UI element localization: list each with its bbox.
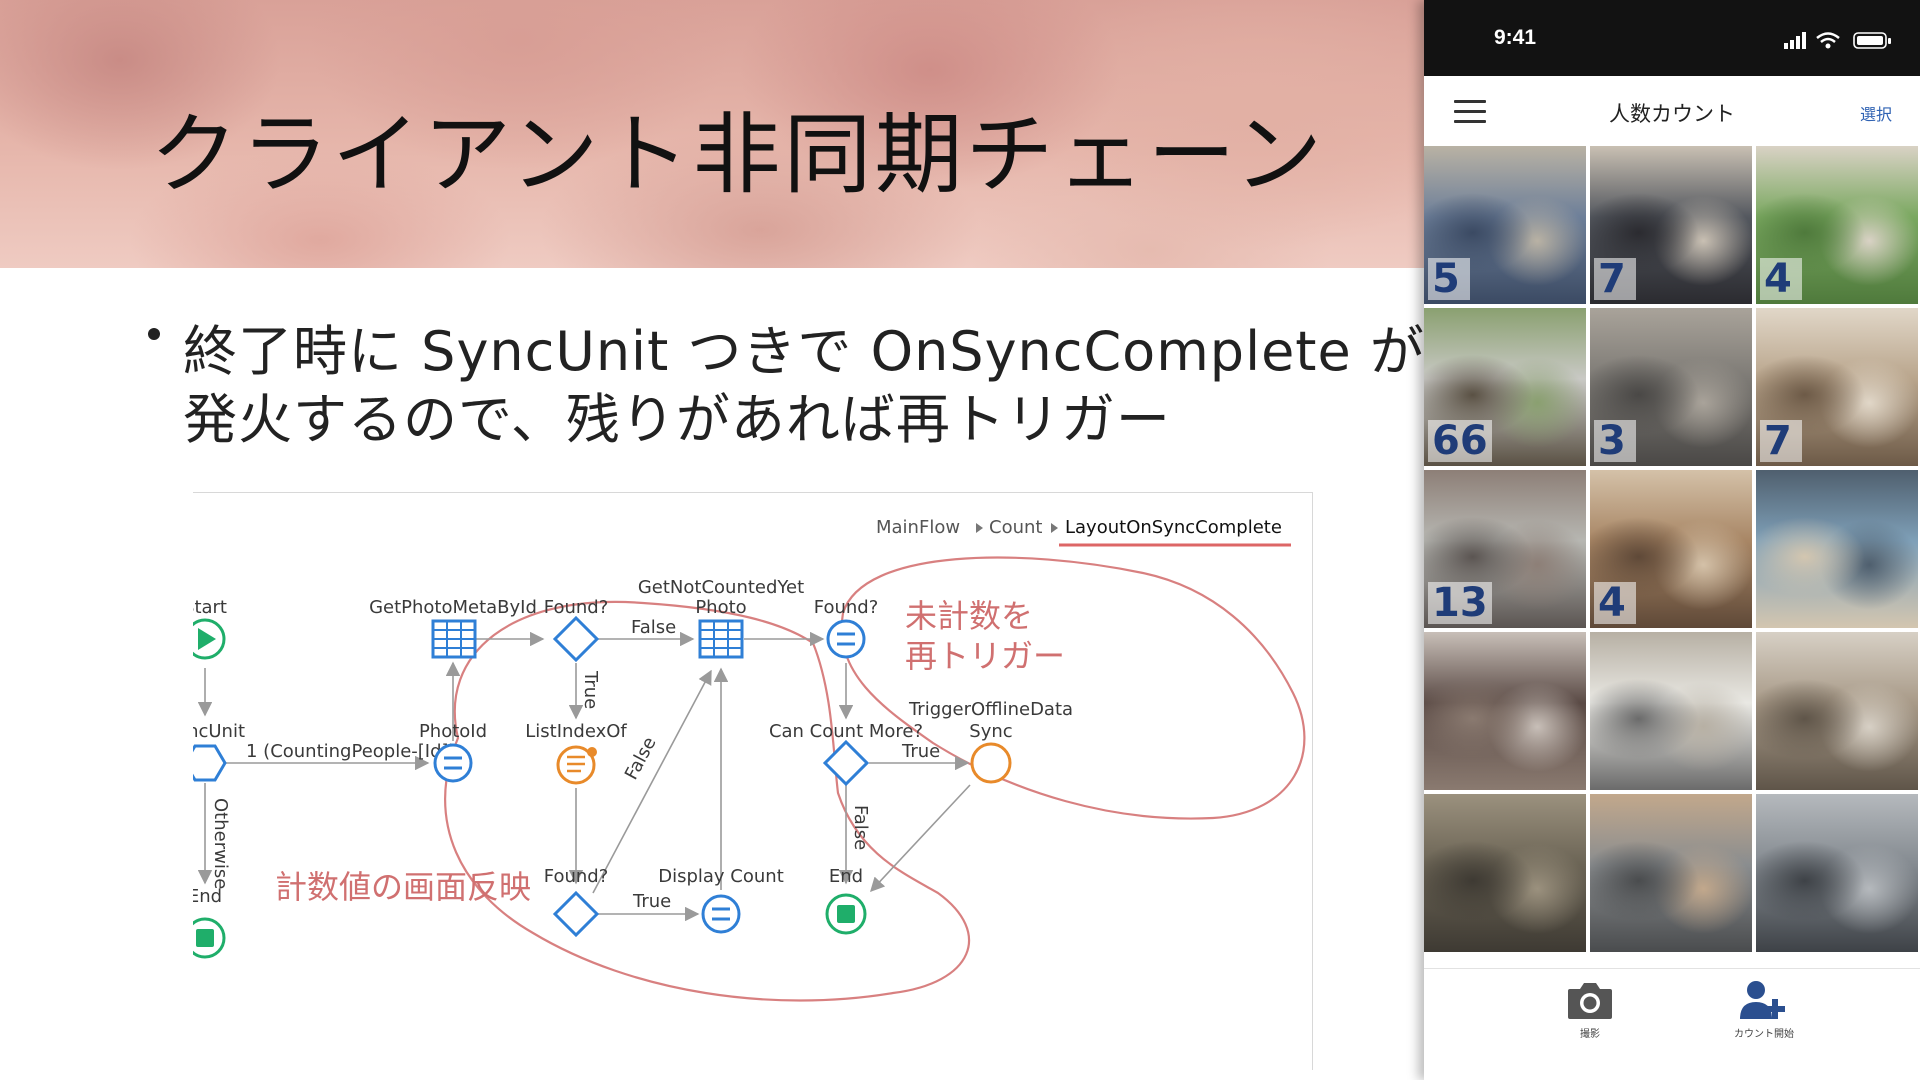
assign-equals-icon[interactable]	[701, 894, 741, 934]
battery-icon	[1853, 32, 1891, 49]
bullet-dot	[148, 328, 160, 340]
people-count-badge: 7	[1594, 258, 1636, 300]
node-label-trigger-2: Sync	[969, 721, 1012, 742]
decision-diamond-icon[interactable]	[822, 739, 870, 787]
status-time: 9:41	[1494, 26, 1537, 49]
tab-camera-label: 撮影	[1580, 1029, 1600, 1040]
decision-diamond-icon[interactable]	[552, 890, 600, 938]
breadcrumb-separator-icon	[1051, 523, 1058, 533]
people-count-badge: 4	[1760, 258, 1802, 300]
end-node-icon[interactable]	[193, 917, 226, 959]
photo-thumbnail[interactable]	[1590, 632, 1752, 790]
flow-diagram-canvas: MainFlow Count LayoutOnSyncComplete 1 (C…	[193, 517, 1306, 1002]
list-action-icon[interactable]	[556, 745, 597, 785]
node-label-trigger-1: TriggerOfflineData	[908, 699, 1073, 720]
photo-thumbnail[interactable]	[1424, 632, 1586, 790]
edge-label-found2-true: True	[632, 891, 671, 912]
photo-thumbnail[interactable]	[1424, 794, 1586, 952]
node-label-get-photo-meta: GetPhotoMetaById	[369, 597, 537, 618]
edge-label-cancount-false: False	[850, 805, 871, 850]
breadcrumb-mainflow[interactable]: MainFlow	[876, 517, 960, 538]
node-label-can-count-more: Can Count More?	[769, 721, 923, 742]
photo-thumbnail[interactable]: 3	[1590, 308, 1752, 466]
people-count-badge: 66	[1428, 420, 1492, 462]
node-label-get-not-counted-1: GetNotCountedYet	[638, 577, 804, 598]
node-label-found3: Found?	[814, 597, 879, 618]
loop-annotation-reflect	[444, 600, 971, 1002]
edge-found2-getnotcounted	[592, 669, 712, 894]
people-count-badge: 7	[1760, 420, 1802, 462]
assign-equals-icon[interactable]	[433, 743, 473, 783]
end-node-icon[interactable]	[825, 893, 867, 935]
node-label-display-count: Display Count	[658, 866, 784, 887]
wifi-icon	[1816, 32, 1840, 49]
photo-thumbnail[interactable]: 13	[1424, 470, 1586, 628]
breadcrumb-separator-icon	[976, 523, 983, 533]
status-icons	[1784, 32, 1891, 49]
node-label-start: Start	[193, 597, 227, 618]
edge-label-found1-true: True	[580, 670, 601, 709]
annotation-reflect: 計数値の画面反映	[275, 868, 531, 906]
edge-label-cancount-true: True	[901, 741, 940, 762]
add-person-icon	[1740, 981, 1785, 1019]
aggregate-table-icon[interactable]	[698, 619, 744, 659]
decision-diamond-icon[interactable]	[552, 615, 600, 663]
status-bar: 9:41	[1424, 0, 1920, 76]
people-count-badge: 4	[1594, 582, 1636, 624]
node-label-found1: Found?	[544, 597, 609, 618]
flow-diagram: MainFlow Count LayoutOnSyncComplete 1 (C…	[193, 492, 1313, 1070]
trigger-sync-icon[interactable]	[970, 742, 1012, 784]
photo-thumbnail[interactable]	[1590, 794, 1752, 952]
photo-grid: 5 7 4 66 3 7 13 4	[1424, 146, 1920, 968]
bullet-text: 終了時に SyncUnit つきで OnSyncComplete が 発火するの…	[183, 318, 1425, 454]
signal-icon	[1784, 32, 1806, 49]
node-label-listindexof: ListIndexOf	[525, 721, 627, 742]
edge-label-sync-photoid: 1 (CountingPeople-[Id])	[246, 741, 456, 762]
start-hexagon-icon[interactable]	[193, 744, 227, 782]
breadcrumb-count[interactable]: Count	[989, 517, 1042, 538]
people-count-badge: 13	[1428, 582, 1492, 624]
photo-thumbnail[interactable]: 4	[1756, 146, 1918, 304]
tab-count-start[interactable]: カウント開始	[1704, 979, 1824, 1069]
tab-count-start-label: カウント開始	[1734, 1029, 1794, 1040]
slide-header-banner	[0, 0, 1424, 268]
photo-thumbnail[interactable]: 4	[1590, 470, 1752, 628]
assign-equals-icon[interactable]	[826, 619, 866, 659]
node-label-found2: Found?	[544, 866, 609, 887]
photo-thumbnail[interactable]: 5	[1424, 146, 1586, 304]
photo-thumbnail[interactable]: 7	[1756, 308, 1918, 466]
bullet-line-2: 発火するので、残りがあれば再トリガー	[183, 388, 1171, 451]
tab-bar: 撮影 カウント開始	[1424, 968, 1920, 1080]
photo-thumbnail[interactable]: 7	[1590, 146, 1752, 304]
loop-annotation-retrigger	[840, 556, 1306, 820]
slide-title: クライアント非同期チェーン	[150, 103, 1326, 206]
bullet-line-1: 終了時に SyncUnit つきで OnSyncComplete が	[183, 320, 1425, 383]
photo-thumbnail[interactable]	[1756, 794, 1918, 952]
node-label-get-not-counted-2: Photo	[695, 597, 746, 618]
photo-thumbnail[interactable]: 66	[1424, 308, 1586, 466]
annotation-retrigger-1: 未計数を	[905, 597, 1033, 635]
breadcrumb-current: LayoutOnSyncComplete	[1065, 517, 1282, 538]
node-label-syncunit: SyncUnit	[193, 721, 245, 742]
annotation-retrigger-2: 再トリガー	[905, 637, 1065, 675]
start-node-icon[interactable]	[193, 618, 226, 660]
phone-mockup: 9:41 人数カウント 選択 5 7 4 66	[1424, 0, 1920, 1080]
nav-title: 人数カウント	[1609, 102, 1735, 126]
node-label-end-right: End	[829, 866, 863, 887]
tab-camera[interactable]: 撮影	[1530, 979, 1650, 1069]
edge-trigger-end	[870, 784, 971, 893]
node-label-photoid: PhotoId	[419, 721, 487, 742]
node-label-end-left: End	[193, 886, 222, 907]
hamburger-menu-icon[interactable]	[1454, 100, 1486, 124]
people-count-badge: 5	[1428, 258, 1470, 300]
aggregate-table-icon[interactable]	[431, 619, 477, 659]
nav-bar: 人数カウント 選択	[1424, 76, 1920, 146]
photo-thumbnail[interactable]	[1756, 632, 1918, 790]
camera-icon	[1568, 983, 1612, 1019]
edge-label-found1-false: False	[631, 617, 676, 638]
people-count-badge: 3	[1594, 420, 1636, 462]
edge-label-otherwise: Otherwise	[210, 798, 231, 889]
select-button[interactable]: 選択	[1859, 105, 1892, 124]
photo-thumbnail[interactable]	[1756, 470, 1918, 628]
